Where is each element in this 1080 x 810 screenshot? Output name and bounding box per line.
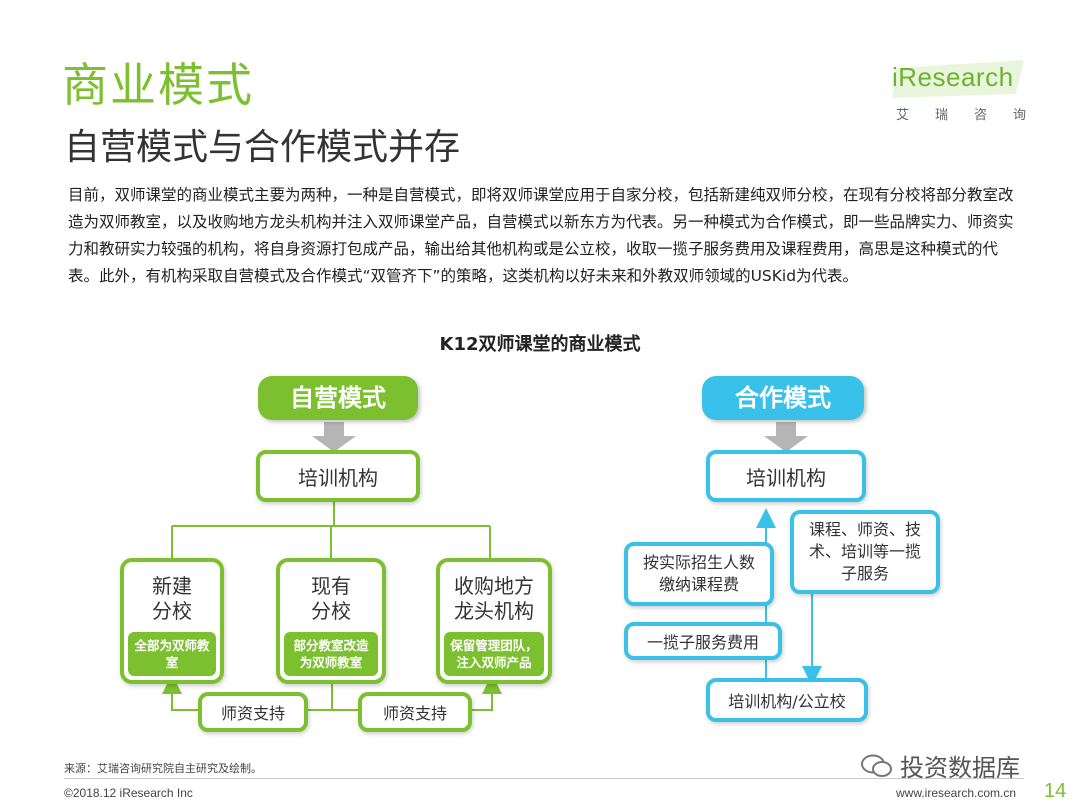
website-url: www.iresearch.com.cn (896, 786, 1017, 800)
branch-card-acquired: 收购地方 龙头机构 保留管理团队，注入双师产品 (436, 558, 552, 684)
wechat-watermark: 投资数据库 (860, 748, 1020, 783)
branch-title: 新建 分校 (152, 574, 192, 623)
watermark-text: 投资数据库 (900, 754, 1020, 782)
branch-card-existing: 现有 分校 部分教室改造为双师教室 (276, 558, 386, 684)
intro-paragraph: 目前，双师课堂的商业模式主要为两种，一种是自营模式，即将双师课堂应用于自家分校，… (68, 186, 1014, 285)
teacher-support-label: 师资支持 (198, 692, 308, 732)
logo-chinese-name: 艾 瑞 咨 询 (896, 108, 1026, 123)
support-arrow (468, 674, 502, 711)
branch-desc: 全部为双师教室 (128, 632, 216, 676)
package-fee-box: 一揽子服务费用 (624, 622, 782, 660)
logo-wordmark: iResearch (892, 62, 1014, 92)
iresearch-logo: iResearch 艾 瑞 咨 询 (892, 60, 1032, 130)
self-run-org-box: 培训机构 (256, 450, 420, 502)
support-arrow (162, 674, 200, 711)
branch-title: 现有 分校 (311, 574, 351, 623)
down-arrow-icon (312, 422, 356, 452)
page-title: 商业模式 (62, 58, 254, 112)
teacher-support-label: 师资支持 (358, 692, 472, 732)
target-institution-box: 培训机构/公立校 (706, 678, 868, 722)
self-run-banner: 自营模式 (258, 376, 418, 420)
page-number: 14 (1044, 780, 1067, 802)
page-subtitle: 自营模式与合作模式并存 (64, 127, 461, 168)
copyright: ©2018.12 iResearch Inc (64, 786, 193, 800)
footer-divider (64, 778, 1024, 779)
package-services-box: 课程、师资、技术、培训等一揽子服务 (790, 510, 940, 594)
cooperation-org-box: 培训机构 (706, 450, 866, 502)
branch-card-new: 新建 分校 全部为双师教室 (120, 558, 224, 684)
wechat-icon (861, 754, 892, 777)
cooperation-banner: 合作模式 (702, 376, 864, 420)
branch-desc: 保留管理团队，注入双师产品 (444, 632, 544, 676)
branch-title: 收购地方 龙头机构 (454, 574, 534, 623)
down-arrow-icon (764, 422, 808, 452)
logo-swoosh-icon (892, 60, 1024, 98)
diagram-title: K12双师课堂的商业模式 (439, 334, 641, 355)
branch-desc: 部分教室改造为双师教室 (284, 632, 378, 676)
enrollment-fee-box: 按实际招生人数缴纳课程费 (624, 542, 774, 606)
source-note: 来源：艾瑞咨询研究院自主研究及绘制。 (64, 762, 262, 775)
